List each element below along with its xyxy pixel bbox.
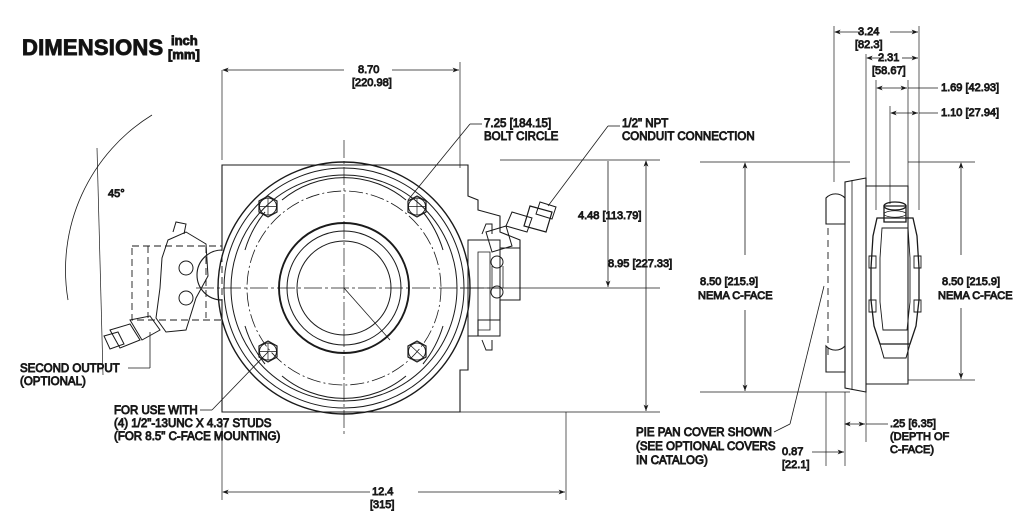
dim-1-10: 1.10 [27.94] [889,106,1000,204]
dim-c-face-depth: .25 [6.35] (DEPTH OF C-FACE) [844,392,950,456]
pie-pan-cover-profile [868,201,922,359]
angle-arc-45 [65,114,153,376]
dim-0-87: 0.87 [22.1] [782,392,846,471]
leader-stud-note: FOR USE WITH (4) 1/2"-13UNC X 4.37 STUDS… [114,351,281,443]
leader-npt-conduit: 1/2" NPT CONDUIT CONNECTION [547,118,755,207]
dim-12-4-metric: [315] [370,499,394,511]
stud-bolt [407,195,427,218]
nema-right-note: NEMA C-FACE [938,290,1013,302]
page-title: DIMENSIONS [22,35,163,60]
bolt-circle-note: BOLT CIRCLE [484,131,559,143]
dim-overall-width: 8.70 [220.98] [221,62,461,168]
second-output-line2: (OPTIONAL) [20,376,86,388]
angle-label: 45° [108,188,125,200]
radius-line [343,287,391,341]
units-mm-label: [mm] [168,47,200,62]
dim-8-70-metric: [220.98] [352,77,392,89]
stud-note-line3: (FOR 8.5" C-FACE MOUNTING) [114,431,281,443]
second-output-line1: SECOND OUTPUT [20,363,120,375]
dim-0-87-value: 0.87 [782,446,803,458]
leader-pie-pan: PIE PAN COVER SHOWN (SEE OPTIONAL COVERS… [636,285,825,467]
pie-pan-line1: PIE PAN COVER SHOWN [636,427,772,439]
c-face-depth-value: .25 [6.35] [890,418,936,430]
stud-bolt [407,340,427,363]
centerlines [196,140,500,436]
pie-pan-line2: (SEE OPTIONAL COVERS [636,441,776,453]
side-view: PIE PAN COVER SHOWN (SEE OPTIONAL COVERS… [636,26,1013,472]
leader-bolt-circle: 7.25 [184.15] BOLT CIRCLE [407,118,559,201]
dim-4-48: 4.48 [113.79] [578,210,641,222]
npt-line2: CONDUIT CONNECTION [622,131,755,143]
title-block: DIMENSIONS inch [mm] [22,33,201,63]
dim-12-4-value: 12.4 [372,486,393,498]
dim-8-70-value: 8.70 [358,64,379,76]
stud-bolts [258,195,427,363]
stud-note-line2: (4) 1/2"-13UNC X 4.37 STUDS [114,418,272,430]
units-inch-label: inch [171,33,198,48]
bolt-circle-value: 7.25 [184.15] [484,118,551,130]
nema-left-note: NEMA C-FACE [698,290,773,302]
dim-8-95: 8.95 [227.33] [608,258,672,270]
dim-conduit-height: 4.48 [113.79] [460,159,660,289]
dim-nema-left: 8.50 [215.9] NEMA C-FACE [698,161,850,393]
dim-nema-right: 8.50 [215.9] NEMA C-FACE [908,161,1013,381]
dim-1-69: 1.69 [42.93] [875,80,1000,210]
dim-1-10-value: 1.10 [27.94] [941,107,999,119]
dim-3-24-metric: [82.3] [855,39,883,51]
front-view: 45° 8.70 [220.98] 7.25 [184.15] BOLT CIR… [20,62,755,511]
second-output-outline [103,221,209,350]
stud-bolt [258,195,278,218]
leader-second-output: SECOND OUTPUT (OPTIONAL) [20,332,151,388]
npt-line1: 1/2" NPT [622,118,668,130]
pie-pan-line3: IN CATALOG) [636,455,708,467]
dim-2-31-metric: [58.67] [872,65,906,77]
dim-2-31-value: 2.31 [878,52,899,64]
mounting-boss [825,193,846,373]
second-output-phantom [131,245,223,321]
dim-overall-depth: 12.4 [315] [221,412,567,511]
nema-right-value: 8.50 [215.9] [942,276,1000,288]
dim-1-69-value: 1.69 [42.93] [941,82,999,94]
dim-3-24: 3.24 [82.3] [833,26,920,210]
dim-overall-height: 8.95 [227.33] [460,160,673,413]
dim-2-31: 2.31 [58.67] [865,52,918,178]
c-face-depth-note2: C-FACE) [890,444,934,456]
dim-3-24-value: 3.24 [858,26,879,38]
nema-left-value: 8.50 [215.9] [700,276,758,288]
dim-0-87-metric: [22.1] [782,459,810,471]
stud-bolt [258,340,278,363]
stud-note-line1: FOR USE WITH [114,405,198,417]
c-face-depth-note1: (DEPTH OF [890,431,950,443]
conduit-box [467,201,557,351]
